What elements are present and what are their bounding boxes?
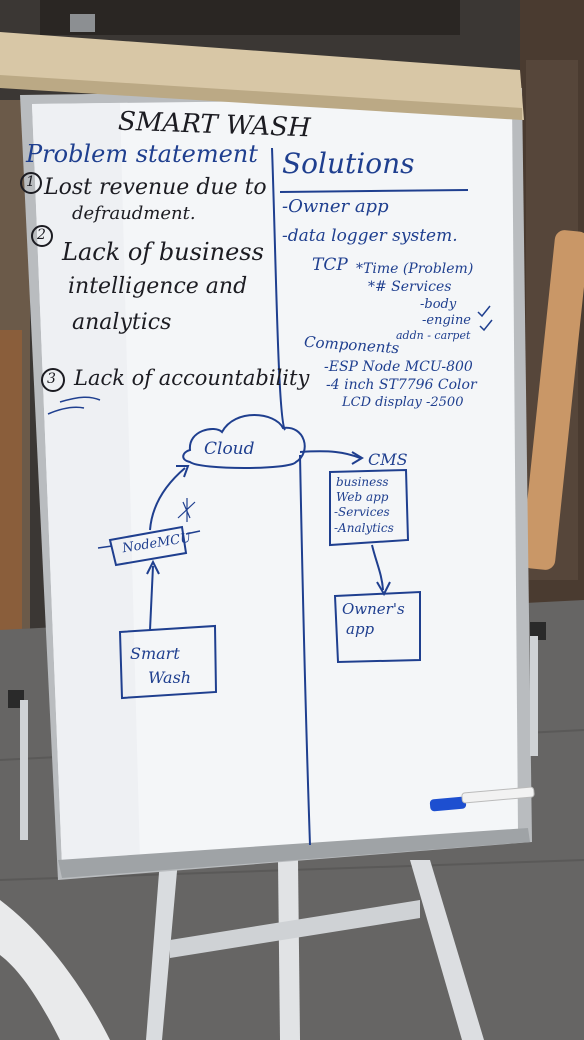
tcp-item-engine: -engine (422, 313, 472, 328)
problem-1-line2: defraudment. (72, 203, 196, 224)
diagram-owners-app-line1: Owner's (342, 600, 405, 618)
problem-2-line2: intelligence and (68, 274, 248, 299)
solution-data-logger: -data logger system. (282, 226, 458, 246)
problem-1-line1: Lost revenue due to (44, 175, 267, 200)
tcp-item-services: *# Services (368, 279, 452, 295)
diagram-cms-label: CMS (368, 450, 408, 469)
diagram-smart-wash-line2: Wash (148, 668, 192, 687)
board-title: SMART WASH (117, 106, 312, 144)
solutions-heading: Solutions (282, 147, 415, 180)
component-display: -4 inch ST7796 Color (326, 377, 477, 393)
tcp-item-carpet: addn - carpet (396, 329, 471, 342)
cms-box-line3: -Services (334, 505, 390, 519)
component-display-line2: LCD display -2500 (342, 395, 464, 410)
tcp-label: TCP (312, 255, 348, 275)
component-esp: -ESP Node MCU-800 (324, 359, 473, 375)
tcp-item-body: -body (420, 297, 457, 312)
problem-2-line1: Lack of business (62, 238, 264, 266)
diagram-cloud-label: Cloud (204, 439, 255, 459)
cms-box-line4: -Analytics (334, 521, 394, 535)
problem-2-line3: analytics (72, 310, 172, 335)
problem-3-number: 3 (47, 371, 56, 387)
diagram-owners-app-line2: app (346, 620, 375, 638)
cms-box-line2: Web app (336, 490, 389, 504)
problem-1-number: 1 (26, 174, 35, 190)
problem-3-line1: Lack of accountability (74, 366, 310, 390)
tcp-item-time: *Time (Problem) (356, 261, 474, 277)
problem-statement-heading: Problem statement (26, 140, 258, 168)
cms-box-line1: business (336, 475, 389, 489)
solution-owner-app: -Owner app (282, 196, 389, 217)
diagram-smart-wash-line1: Smart (130, 644, 180, 663)
problem-2-number: 2 (37, 227, 46, 243)
